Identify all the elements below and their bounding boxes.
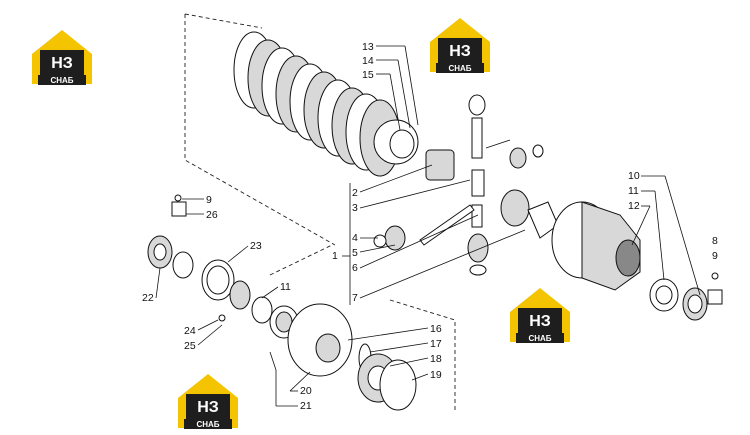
- callout-1: 1: [332, 250, 338, 262]
- output-flange: [269, 303, 417, 411]
- callout-23: 23: [250, 240, 262, 252]
- callout-21: 21: [300, 400, 312, 412]
- logo-main-text: НЗ: [51, 55, 73, 72]
- logo-sub-text: СНАБ: [196, 420, 219, 429]
- callout-8: 8: [712, 235, 718, 247]
- clutch-disc-stack: [233, 31, 419, 177]
- callout-15: 15: [362, 69, 374, 81]
- callout-22: 22: [142, 292, 154, 304]
- callout-24: 24: [184, 325, 196, 337]
- brand-logo-middle-right: НЗ СНАБ: [508, 286, 572, 344]
- brand-logo-bottom-left: НЗ СНАБ: [176, 372, 240, 430]
- logo-main-text: НЗ: [529, 313, 551, 330]
- logo-sub-text: СНАБ: [448, 64, 471, 73]
- callout-4: 4: [352, 232, 358, 244]
- callout-25: 25: [184, 340, 196, 352]
- callout-11-right: 11: [628, 185, 639, 197]
- callout-26: 26: [206, 209, 218, 221]
- callout-12: 12: [628, 200, 640, 212]
- callouts: 1 2 3 4 5 6 7 8 9 9 10 11 1: [142, 41, 718, 412]
- callout-17: 17: [430, 338, 442, 350]
- callout-11-left: 11: [280, 281, 291, 293]
- callout-3: 3: [352, 202, 358, 214]
- logo-main-text: НЗ: [449, 43, 471, 60]
- brand-logo-top-left: НЗ СНАБ: [30, 28, 94, 86]
- callout-5: 5: [352, 247, 358, 259]
- callout-9-left: 9: [206, 194, 212, 206]
- callout-13: 13: [362, 41, 374, 53]
- logo-sub-text: СНАБ: [528, 334, 551, 343]
- callout-9-right: 9: [712, 250, 718, 262]
- callout-7: 7: [352, 292, 358, 304]
- callout-19: 19: [430, 369, 442, 381]
- callout-10: 10: [628, 170, 640, 182]
- callout-14: 14: [362, 55, 374, 67]
- callout-20: 20: [300, 385, 312, 397]
- callout-6: 6: [352, 262, 358, 274]
- callout-16: 16: [430, 323, 442, 335]
- assembly-outline: [184, 13, 456, 410]
- callout-18: 18: [430, 353, 442, 365]
- logo-sub-text: СНАБ: [50, 76, 73, 85]
- logo-main-text: НЗ: [197, 399, 219, 416]
- differential-housing: [551, 201, 723, 321]
- callout-2: 2: [352, 187, 358, 199]
- brand-logo-top-center: НЗ СНАБ: [428, 16, 492, 74]
- differential-center-parts: [373, 94, 559, 276]
- left-side-parts: [147, 194, 299, 339]
